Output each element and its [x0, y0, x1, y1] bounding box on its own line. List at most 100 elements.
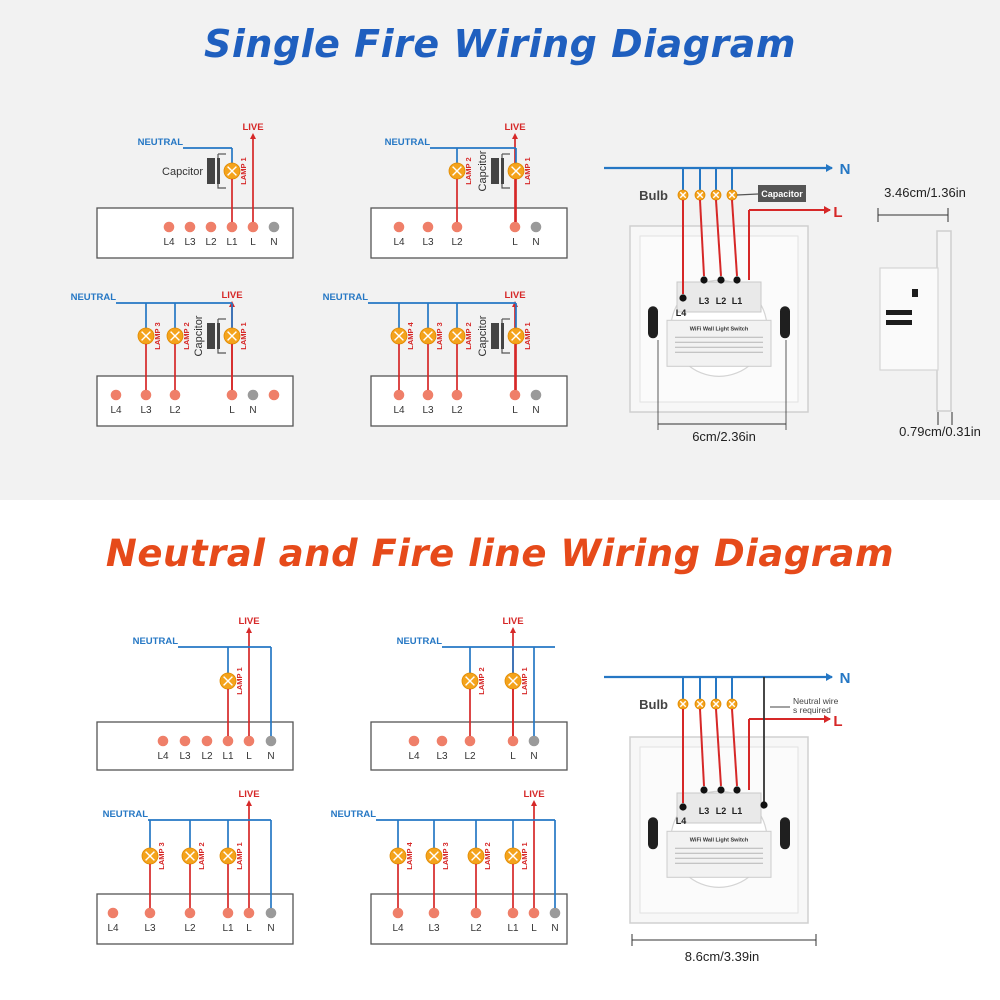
terminal-label: L3	[428, 923, 440, 934]
arrow-head	[824, 206, 831, 214]
neutral-label: NEUTRAL	[397, 636, 443, 647]
switch-box	[370, 207, 568, 259]
lamp-label: LAMP 1	[235, 842, 244, 869]
height-dimension: 3.46cm/1.36in	[884, 185, 966, 200]
bulb-label: Bulb	[639, 697, 668, 712]
neutral-note: Neutral wire	[793, 696, 839, 706]
sticker-title: WiFi Wall Light Switch	[690, 326, 749, 332]
terminal-dot	[205, 221, 217, 233]
screw-terminal	[717, 276, 725, 284]
switch-box	[96, 207, 294, 259]
terminal-dot	[184, 907, 196, 919]
terminal-label: N	[267, 751, 274, 762]
terminal-label: L4	[408, 751, 420, 762]
lamp-icon	[390, 327, 408, 345]
screw-slot	[648, 306, 658, 339]
switch-box	[96, 721, 294, 771]
terminal-dot	[509, 221, 521, 233]
capacitor-label: Capacitor	[761, 189, 803, 199]
bulb-live-wire	[715, 708, 722, 787]
n-label: N	[840, 161, 851, 178]
screw-terminal	[733, 276, 741, 284]
arrow-head	[246, 800, 252, 806]
terminal-dot	[528, 735, 540, 747]
terminal-dot	[422, 389, 434, 401]
lamp-cross	[223, 851, 233, 861]
terminal-label: L4	[392, 923, 404, 934]
terminal-label: L3	[422, 405, 434, 416]
terminal-label: L3	[699, 296, 710, 306]
terminal-dot	[107, 907, 119, 919]
width-dimension: 8.6cm/3.39in	[685, 949, 759, 964]
lamp-label: LAMP 3	[153, 322, 162, 349]
capacitor-box	[758, 185, 806, 202]
lamp-cross	[712, 700, 720, 708]
lamp-cross	[728, 191, 736, 199]
lamp-cross	[696, 191, 704, 199]
terminal-label: L2	[205, 237, 217, 248]
capacitor-lead	[501, 184, 510, 189]
side-slot	[912, 289, 918, 297]
terminal-label: L1	[226, 237, 238, 248]
capacitor-lead	[217, 349, 226, 354]
lamp-cross	[227, 166, 237, 176]
lamp-cross	[511, 331, 521, 341]
width-dimension: 6cm/2.36in	[692, 429, 756, 444]
terminal-label: L2	[184, 923, 196, 934]
neutral-label: NEUTRAL	[385, 137, 431, 148]
n-label: N	[840, 670, 851, 687]
lamp-cross	[452, 166, 462, 176]
bulb-live-wire	[731, 708, 738, 787]
lamp-icon	[219, 847, 237, 865]
lamp-label: LAMP 3	[441, 842, 450, 869]
lamp-label: LAMP 2	[477, 667, 486, 694]
terminal-label: L2	[169, 405, 181, 416]
capacitor-icon	[207, 158, 220, 184]
terminal-label: N	[551, 923, 558, 934]
terminal-label: L1	[222, 923, 234, 934]
screw-terminal	[700, 276, 708, 284]
lamp-cross	[471, 851, 481, 861]
live-label: LIVE	[242, 122, 263, 133]
lamp-label: LAMP 3	[157, 842, 166, 869]
terminal-dot	[530, 221, 542, 233]
lamp-label: LAMP 2	[464, 157, 473, 184]
terminal-label: L4	[107, 923, 119, 934]
lamp-label: LAMP 1	[520, 667, 529, 694]
terminal-label: L4	[676, 308, 687, 318]
terminal-dot	[507, 735, 519, 747]
terminal-block	[676, 792, 762, 824]
neutral-note: s required	[793, 705, 831, 715]
side-plate	[936, 230, 952, 412]
terminal-label: L1	[222, 751, 234, 762]
lamp-icon	[461, 672, 479, 690]
capacitor-plate	[217, 323, 220, 349]
switch-back-panel: WiFi Wall Light Switch	[629, 736, 809, 924]
terminal-dot	[247, 221, 259, 233]
terminal-dot	[451, 221, 463, 233]
terminal-dot	[163, 221, 175, 233]
terminal-label: N	[270, 237, 277, 248]
terminal-dot	[392, 907, 404, 919]
lamp-cross	[452, 331, 462, 341]
terminal-label: L2	[716, 806, 727, 816]
lamp-cross	[696, 700, 704, 708]
terminal-dot	[265, 735, 277, 747]
capacitor-lead	[501, 349, 510, 354]
lamp-icon	[507, 327, 525, 345]
capacitor-icon	[491, 323, 504, 349]
sticker-title: WiFi Wall Light Switch	[690, 837, 749, 843]
lamp-label: LAMP 1	[523, 322, 532, 349]
terminal-label: L	[531, 923, 537, 934]
lamp-icon	[710, 698, 722, 710]
lamp-cross	[145, 851, 155, 861]
lamp-icon	[166, 327, 184, 345]
lamp-icon	[137, 327, 155, 345]
lamp-label: LAMP 1	[523, 157, 532, 184]
capacitor-plate	[501, 158, 504, 184]
screw-terminal	[717, 786, 725, 794]
capacitor-plate	[207, 158, 215, 184]
